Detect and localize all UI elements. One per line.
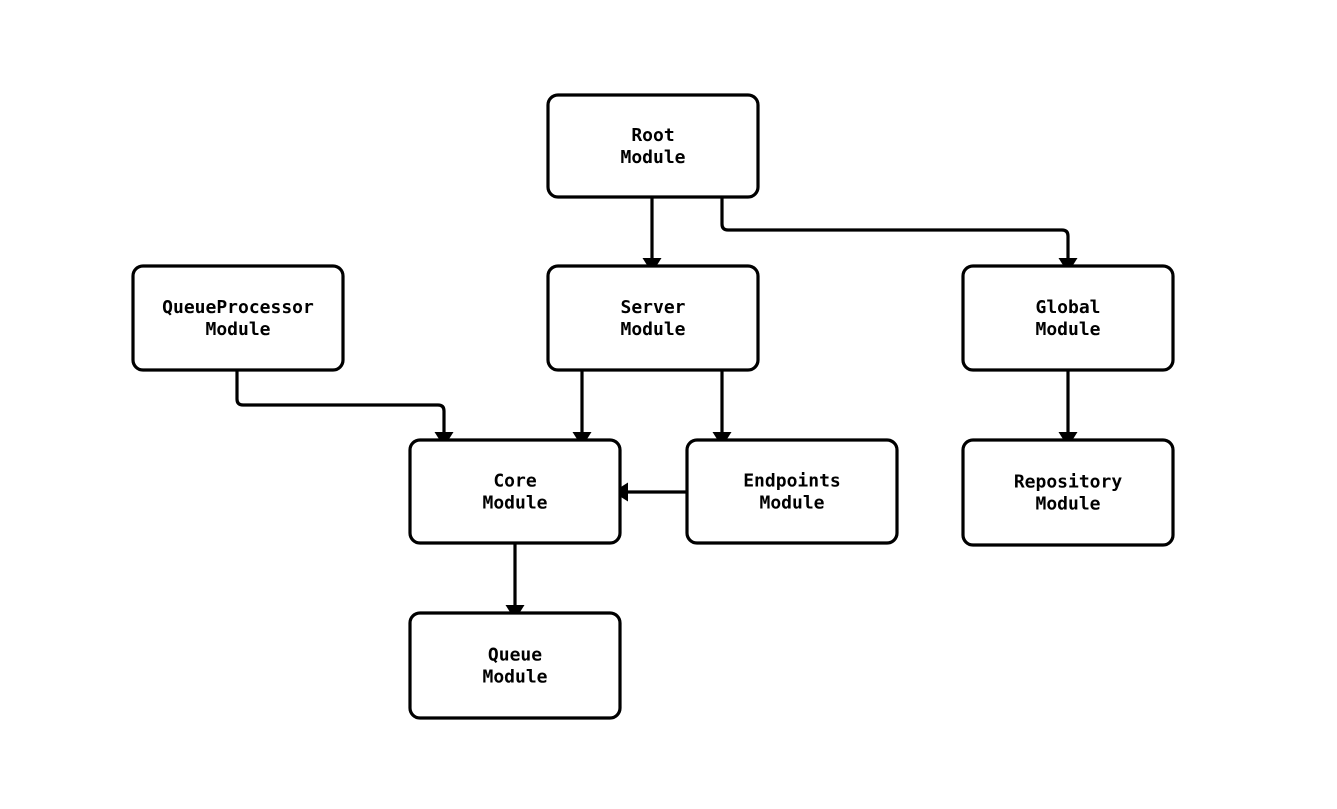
- edge-line-root-to-global: [720, 197, 1070, 258]
- node-label-line1-server: Server: [620, 297, 685, 318]
- node-label-line2-queue: Module: [482, 667, 547, 688]
- node-label-line2-repository: Module: [1035, 494, 1100, 515]
- edges-layer: [235, 197, 1078, 620]
- edge-server-to-core: [572, 370, 592, 447]
- node-label-line1-root: Root: [631, 125, 674, 146]
- node-label-line1-queue: Queue: [488, 645, 542, 666]
- node-box-endpoints[interactable]: [685, 438, 899, 545]
- node-box-queueprocessor[interactable]: [131, 264, 345, 372]
- node-label-line2-queueprocessor: Module: [205, 319, 270, 340]
- node-box-repository[interactable]: [961, 438, 1175, 547]
- node-label-line1-core: Core: [493, 471, 537, 492]
- edge-queueprocessor-to-core: [235, 370, 454, 447]
- node-label-line1-queueprocessor: QueueProcessor: [162, 297, 314, 318]
- node-label-line1-global: Global: [1035, 297, 1100, 318]
- node-label-line2-root: Module: [620, 147, 685, 168]
- edge-root-to-global: [720, 197, 1078, 273]
- edge-global-to-repository: [1058, 370, 1078, 447]
- node-label-line1-endpoints: Endpoints: [743, 471, 841, 492]
- edge-server-to-endpoints: [712, 370, 732, 447]
- node-box-queue[interactable]: [408, 611, 622, 720]
- node-label-line2-core: Module: [482, 493, 547, 514]
- node-box-root[interactable]: [546, 93, 760, 199]
- node-box-server[interactable]: [546, 264, 760, 372]
- edge-line-queueprocessor-to-core: [235, 370, 446, 432]
- edge-core-to-queue: [505, 543, 525, 620]
- node-label-line2-endpoints: Module: [759, 493, 824, 514]
- node-label-line2-global: Module: [1035, 319, 1100, 340]
- node-box-global[interactable]: [961, 264, 1175, 372]
- node-box-core[interactable]: [408, 438, 622, 545]
- node-label-line1-repository: Repository: [1014, 472, 1123, 493]
- edge-endpoints-to-core: [613, 482, 687, 502]
- node-label-line2-server: Module: [620, 319, 685, 340]
- edge-root-to-server: [642, 197, 662, 273]
